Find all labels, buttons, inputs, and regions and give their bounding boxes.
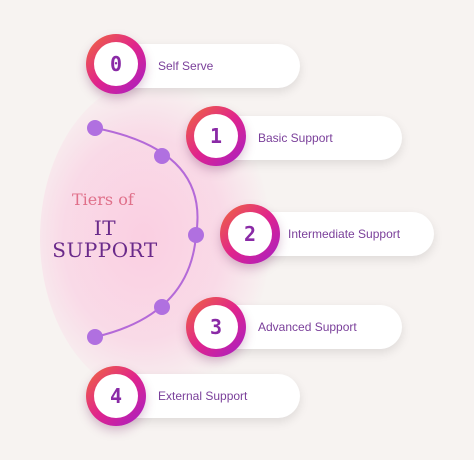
tier-1-label: Basic Support bbox=[258, 131, 333, 145]
tier-3-number: 3 bbox=[194, 305, 238, 349]
arc-node-bottom bbox=[87, 329, 103, 345]
tier-1-badge: 1 bbox=[186, 106, 246, 166]
tier-4-number: 4 bbox=[94, 374, 138, 418]
tier-3-badge: 3 bbox=[186, 297, 246, 357]
tier-2-label: Intermediate Support bbox=[288, 227, 401, 241]
tier-4-badge: 4 bbox=[86, 366, 146, 426]
title-it: IT bbox=[93, 216, 117, 240]
tier-1-number: 1 bbox=[194, 114, 238, 158]
tier-3-label: Advanced Support bbox=[258, 320, 357, 334]
tier-0-badge: 0 bbox=[86, 34, 146, 94]
arc-node-middle bbox=[188, 227, 204, 243]
title-support: SUPPORT bbox=[52, 238, 158, 262]
arc-node-upper bbox=[154, 148, 170, 164]
tier-0-number: 0 bbox=[94, 42, 138, 86]
tier-0-label: Self Serve bbox=[158, 59, 214, 73]
title-it-support: IT SUPPORT bbox=[40, 217, 170, 261]
tier-2-badge: 2 bbox=[220, 204, 280, 264]
tier-2-number: 2 bbox=[228, 212, 272, 256]
title-tiers-of: Tiers of bbox=[72, 190, 134, 209]
arc-node-top bbox=[87, 120, 103, 136]
arc-node-lower bbox=[154, 299, 170, 315]
tier-4-label: External Support bbox=[158, 389, 248, 403]
